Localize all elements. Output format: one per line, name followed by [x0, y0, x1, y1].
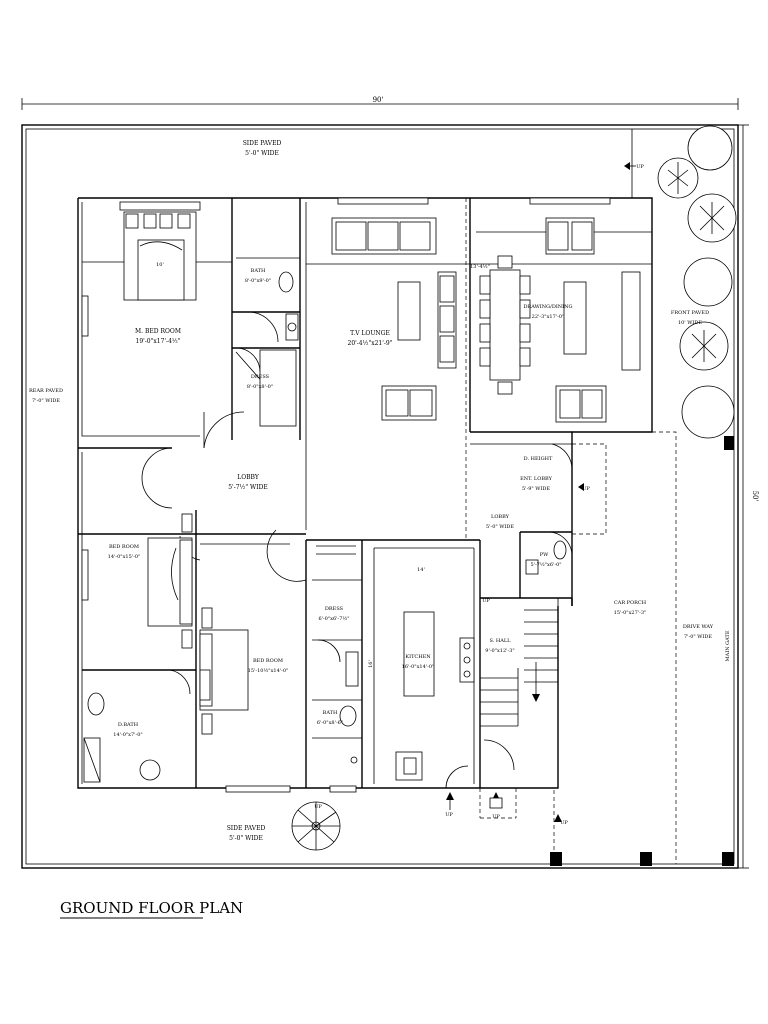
lounge-offset-dimension: 13'-4½" [470, 263, 490, 270]
drawing-title: GROUND FLOOR PLAN [60, 899, 243, 917]
room-label-side-paved-bottom: SIDE PAVED [227, 825, 266, 832]
dimension-lines [21, 98, 749, 869]
plot-boundary [21, 124, 739, 869]
room-label-bedroom-1: BED ROOM [109, 544, 139, 550]
room-size-car-porch: 15'-0"x27'-3" [614, 610, 647, 616]
staircase [479, 597, 559, 789]
room-size-front-paved: 10' WIDE [678, 320, 702, 326]
plot-boundary-inner [25, 128, 735, 865]
kitchen-fixtures [395, 611, 475, 781]
room-size-side-paved-bottom: 5'-0" WIDE [229, 835, 263, 842]
room-label-master-bed: M. BED ROOM [135, 328, 181, 335]
up-label-porch: UP [560, 820, 568, 826]
room-size-tv-lounge: 20'-4½"x21'-9" [348, 340, 393, 347]
width-dimension: 90' [373, 96, 384, 104]
up-label-spiral: UP [314, 804, 322, 810]
room-size-bath-2: 6'-0"x8'-6" [317, 720, 343, 726]
room-label-drive-way: DRIVE WAY [683, 624, 714, 630]
depth-dimension: 50' [751, 491, 759, 502]
master-bed [123, 211, 197, 301]
porch-driveway [479, 129, 677, 864]
room-label-car-porch: CAR PORCH [614, 600, 647, 606]
dining-set [479, 217, 641, 423]
up-arrows [446, 162, 636, 822]
kitchen-depth-dimension: 16' [368, 660, 374, 668]
room-size-dbath: 14'-0"x7'-0" [113, 732, 142, 738]
trees [657, 125, 737, 439]
room-label-pw: PW [540, 552, 549, 558]
room-label-dress-2: DRESS [325, 606, 344, 612]
room-label-drawing-dining: DRAWING/DINING [523, 304, 572, 310]
main-gate-label: MAIN GATE [725, 630, 731, 661]
room-size-bath-1: 8'-0"x9'-0" [245, 278, 271, 284]
bedroom-2-bed [199, 607, 249, 735]
bedroom-1-bed [147, 513, 193, 649]
room-label-bedroom-2: BED ROOM [253, 658, 283, 664]
room-label-bath-2: BATH [323, 710, 338, 716]
room-size-drive-way: 7'-0" WIDE [684, 634, 712, 640]
room-labels: SIDE PAVED 5'-0" WIDE M. BED ROOM 19'-0"… [29, 140, 714, 842]
windows [81, 197, 611, 793]
room-size-master-bed: 19'-0"x17'-4½" [136, 338, 181, 345]
room-size-kitchen: 16'-0"x14'-0" [402, 664, 435, 670]
room-size-pw: 5'-7½"x6'-0" [530, 561, 561, 568]
room-size-dress-1: 8'-0"x8'-0" [247, 384, 273, 390]
mbed-width-dimension: 10' [156, 262, 164, 268]
room-label-front-paved: FRONT PAVED [671, 310, 709, 316]
room-label-rear-paved: REAR PAVED [29, 388, 63, 394]
lounge-sofas [331, 217, 457, 421]
room-label-dress-1: DRESS [251, 374, 270, 380]
up-label-hall: UP [492, 814, 500, 820]
room-size-s-hall: 9'-0"x12'-3" [485, 648, 514, 654]
room-label-d-height: D. HEIGHT [524, 456, 553, 462]
room-label-bath-1: BATH [251, 268, 266, 274]
up-label-entrance: UP [582, 486, 590, 492]
spiral-stair [291, 801, 341, 851]
dbath-fixtures [83, 692, 161, 783]
room-size-rear-paved: 7'-0" WIDE [32, 398, 60, 404]
room-label-s-hall: S. HALL [489, 638, 511, 644]
room-size-drawing-dining: 22'-3"x17'-0" [532, 314, 565, 320]
room-size-bedroom-2: 15'-10½"x14'-0" [248, 667, 289, 674]
bath-fixtures [235, 271, 299, 427]
up-label-top: UP [636, 164, 644, 170]
door-swings [141, 311, 573, 789]
room-label-side-paved-top: SIDE PAVED [243, 140, 282, 147]
room-label-dbath: D.BATH [118, 722, 139, 728]
room-size-side-paved-top: 5'-0" WIDE [245, 150, 279, 157]
room-label-kitchen: KITCHEN [405, 654, 431, 660]
room-size-bedroom-1: 14'-0"x15'-0" [108, 554, 141, 560]
room-size-lobby-1: 5'-7½" WIDE [228, 484, 268, 491]
up-label-stair: UP [482, 598, 490, 604]
room-size-dress-2: 6'-0"x6'-7½" [318, 615, 349, 622]
room-size-lobby-2: 5'-0" WIDE [486, 524, 514, 530]
kitchen-width-dimension: 14' [417, 567, 425, 573]
room-label-ent-lobby: ENT. LOBBY [520, 476, 552, 482]
pw-fixtures [525, 540, 567, 575]
room-label-lobby-1: LOBBY [237, 474, 260, 481]
room-label-lobby-2: LOBBY [491, 514, 510, 520]
room-size-ent-lobby: 5'-9" WIDE [522, 486, 550, 492]
room-label-tv-lounge: T.V LOUNGE [350, 330, 390, 337]
columns [550, 436, 734, 866]
dress-bath-2 [316, 545, 359, 764]
up-label-kitchen: UP [445, 812, 453, 818]
